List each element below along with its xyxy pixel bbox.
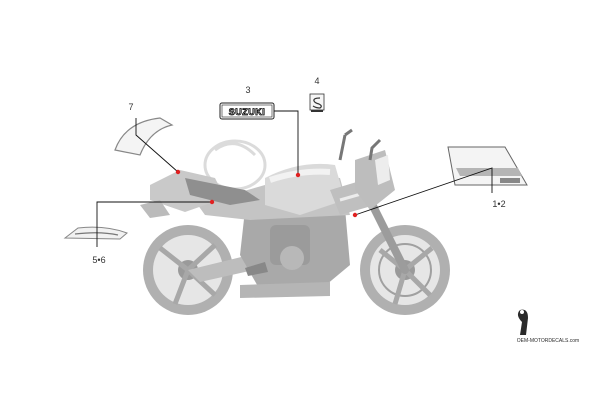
motorcycle-illustration <box>140 128 450 315</box>
leader-7 <box>135 118 179 173</box>
part-1-2-shroud-decal[interactable] <box>447 146 528 186</box>
callout-7-label: 7 <box>128 102 133 112</box>
callout-1-2-label: 1•2 <box>492 199 505 209</box>
callout-3-label: 3 <box>245 85 250 95</box>
part-5-6-tail-decal[interactable] <box>63 226 128 240</box>
leader-12 <box>354 167 493 216</box>
brand-watermark-text: OEM-MOTORDECALS.com <box>517 338 579 344</box>
callout-5-6-label: 5•6 <box>92 255 105 265</box>
part-3-suzuki-emblem[interactable]: SUZUKI <box>219 102 275 120</box>
callout-4-label: 4 <box>314 76 319 86</box>
leader-56 <box>96 201 212 247</box>
brand-logo-icon <box>517 309 528 335</box>
leader-3 <box>274 110 299 175</box>
callout-markers <box>175 169 358 218</box>
emblem-text: SUZUKI <box>229 107 266 117</box>
part-7-seat-cowl-decal[interactable] <box>114 117 174 156</box>
part-4-s-logo-badge[interactable] <box>309 93 325 112</box>
leader-lines <box>96 110 493 247</box>
